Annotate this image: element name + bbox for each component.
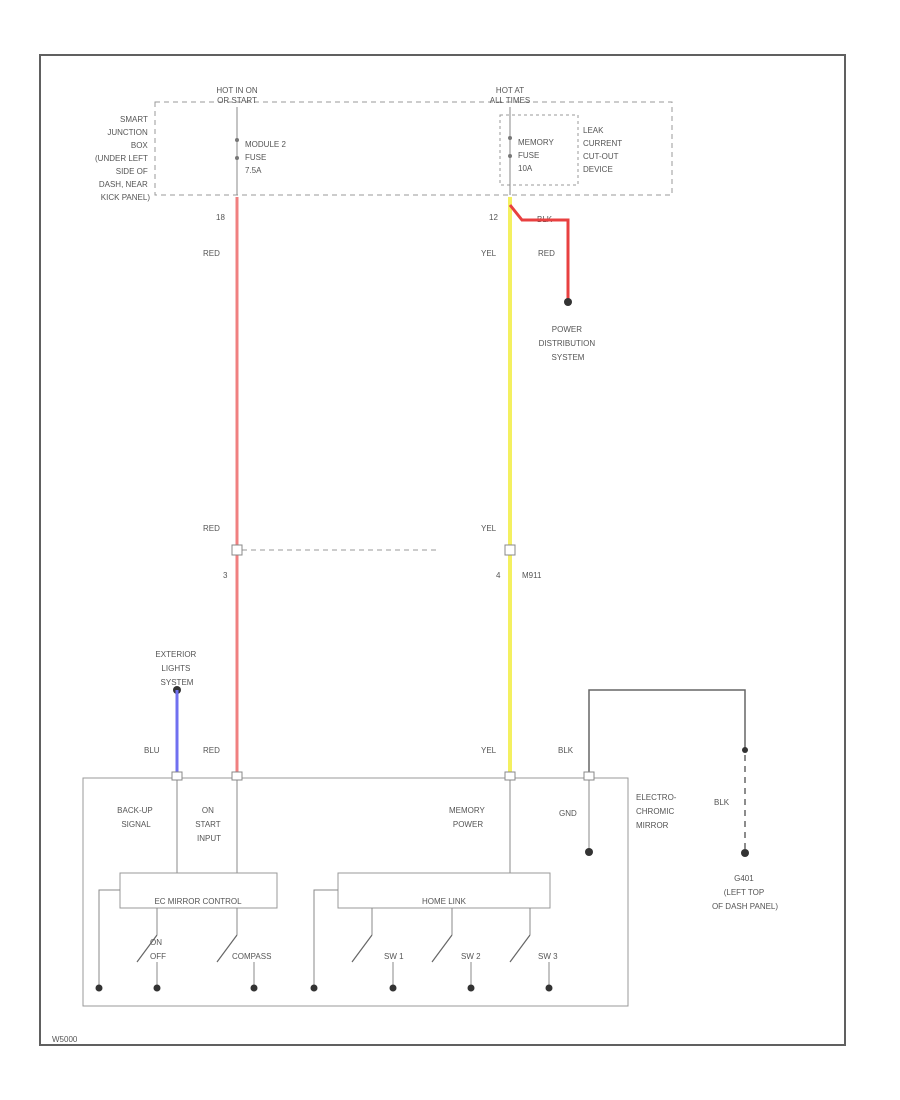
- connector-pin-right: [504, 544, 516, 556]
- compass-label: COMPASS: [232, 952, 271, 961]
- sw1-blade: [351, 934, 373, 963]
- smart-junction-box-label: SMART JUNCTION BOX (UNDER LEFT SIDE OF D…: [95, 115, 150, 202]
- on-off-label: ON OFF: [150, 938, 166, 961]
- connector-name-label: M911: [522, 571, 542, 580]
- home-link-box: [337, 872, 551, 909]
- module-fuse-label: MODULE 2 FUSE 7.5A: [245, 140, 288, 175]
- sw3-terminal: [545, 984, 553, 992]
- sw2-terminal: [467, 984, 475, 992]
- compass-switch-terminal: [250, 984, 258, 992]
- pin-backup-signal: [171, 771, 183, 781]
- connector-pin-4-label: 4: [496, 571, 501, 580]
- blk-wire-label: BLK: [558, 746, 574, 755]
- on-off-switch-blade: [136, 934, 158, 963]
- on-start-input-label: ON START INPUT: [195, 806, 223, 843]
- sw3-label: SW 3: [538, 952, 558, 961]
- red-branch-label: RED: [538, 249, 555, 258]
- memory-fuse-terminal-top: [508, 136, 512, 140]
- exterior-lights-label: EXTERIOR LIGHTS SYSTEM: [155, 650, 198, 687]
- pin-12-label: 12: [489, 213, 498, 222]
- pin-on-start: [231, 771, 243, 781]
- sw2-label: SW 2: [461, 952, 481, 961]
- footer-code: W5000: [52, 1035, 78, 1044]
- power-distribution-terminal: [564, 298, 572, 306]
- sw1-terminal: [389, 984, 397, 992]
- gnd-label: GND: [559, 809, 577, 818]
- compass-switch-blade: [216, 934, 238, 963]
- backup-signal-label: BACK-UP SIGNAL: [117, 806, 155, 829]
- pin-gnd: [583, 771, 595, 781]
- leak-device-label: LEAK CURRENT CUT-OUT DEVICE: [583, 126, 624, 174]
- ec-mirror-control-box: [119, 872, 278, 909]
- module-fuse-terminal-bottom: [235, 156, 239, 160]
- mirror-component-box: [82, 777, 629, 1007]
- on-off-switch-terminal: [153, 984, 161, 992]
- electro-chromic-mirror-label: ELECTRO- CHROMIC MIRROR: [636, 793, 679, 830]
- sw1-label: SW 1: [384, 952, 404, 961]
- memory-fuse-label: MEMORY FUSE 10A: [518, 138, 556, 173]
- pin-18-label: 18: [216, 213, 225, 222]
- g401-ground-terminal: [741, 849, 749, 857]
- gnd-terminal: [585, 848, 593, 856]
- blk-ground-label: BLK: [714, 798, 730, 807]
- ec-mirror-control-label: EC MIRROR CONTROL: [154, 897, 242, 906]
- red-wire-label-mid: RED: [203, 524, 220, 533]
- blu-wire-label: BLU: [144, 746, 160, 755]
- memory-power-label: MEMORY POWER: [449, 806, 487, 829]
- module-fuse-terminal-top: [235, 138, 239, 142]
- junction-box-outline: [154, 101, 673, 196]
- yel-wire-label-top: YEL: [481, 249, 497, 258]
- blk-ground-wire: [588, 689, 746, 775]
- connector-pin-3-label: 3: [223, 571, 228, 580]
- sw2-blade: [431, 934, 453, 963]
- memory-fuse-terminal-bottom: [508, 154, 512, 158]
- home-link-ground-terminal: [310, 984, 318, 992]
- pin-memory-power: [504, 771, 516, 781]
- ec-control-ground-wire: [98, 889, 120, 985]
- red-wire-label-top: RED: [203, 249, 220, 258]
- home-link-label: HOME LINK: [422, 897, 467, 906]
- connector-pin-left: [231, 544, 243, 556]
- power-distribution-label: POWER DISTRIBUTION SYSTEM: [539, 325, 598, 362]
- yel-wire-label-bottom: YEL: [481, 746, 497, 755]
- g401-label: G401 (LEFT TOP OF DASH PANEL): [712, 874, 778, 911]
- sw3-blade: [509, 934, 531, 963]
- ec-ground-terminal: [95, 984, 103, 992]
- red-branch-wire: [508, 204, 570, 302]
- yel-wire-label-mid: YEL: [481, 524, 497, 533]
- diagram-frame: [39, 54, 846, 1046]
- home-link-ground-wire: [313, 889, 338, 985]
- memory-fuse-box: [499, 114, 579, 186]
- red-wire-label-bottom: RED: [203, 746, 220, 755]
- blk-connector-dot: [742, 747, 748, 753]
